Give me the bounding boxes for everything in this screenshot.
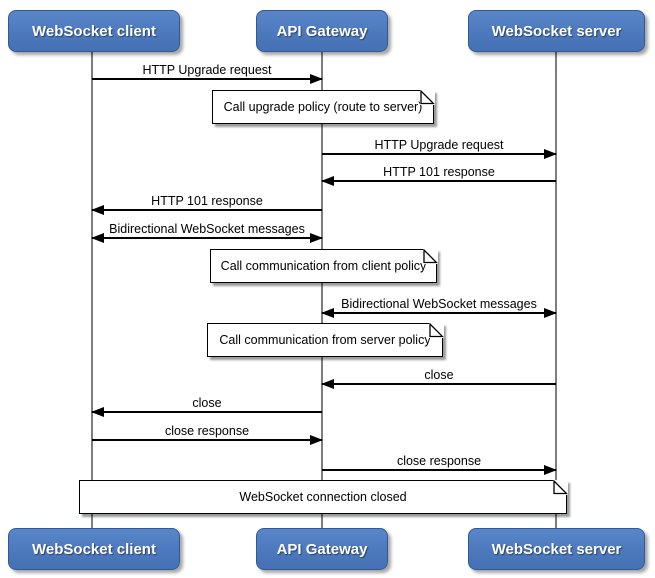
note-label: WebSocket connection closed xyxy=(239,490,407,504)
actor-top-websocket-server: WebSocket server xyxy=(468,10,645,52)
arrowhead-right-icon xyxy=(310,435,323,445)
message-label: close xyxy=(424,368,454,382)
arrowhead-left-icon xyxy=(321,176,334,186)
arrowhead-right-icon xyxy=(544,465,557,475)
message-http-upgrade-request-client-to-gateway: HTTP Upgrade request xyxy=(92,62,323,86)
message-label: close xyxy=(192,396,222,410)
arrowhead-right-icon xyxy=(310,233,323,243)
message-label: close response xyxy=(396,454,482,468)
message-line xyxy=(322,180,556,182)
message-line xyxy=(92,78,322,80)
message-line xyxy=(92,439,322,441)
message-line xyxy=(92,411,322,413)
note-label: Call communication from client policy xyxy=(220,259,427,273)
note-connection-closed: WebSocket connection closed xyxy=(79,479,568,514)
note-fold-icon xyxy=(552,479,568,495)
message-close-gateway-to-client: close xyxy=(91,395,322,419)
message-label: HTTP Upgrade request xyxy=(374,138,504,152)
message-line xyxy=(92,209,322,211)
message-http-upgrade-request-gateway-to-server: HTTP Upgrade request xyxy=(322,137,557,161)
arrowhead-left-icon xyxy=(91,407,104,417)
actor-bottom-websocket-client: WebSocket client xyxy=(8,528,180,570)
arrowhead-left-icon xyxy=(91,205,104,215)
lifeline-websocket-client xyxy=(91,52,93,529)
arrowhead-left-icon xyxy=(321,308,334,318)
lifeline-api-gateway xyxy=(321,52,323,529)
message-bidirectional-gateway-server: Bidirectional WebSocket messages xyxy=(321,296,557,320)
note-fold-icon xyxy=(422,248,438,264)
arrowhead-right-icon xyxy=(310,74,323,84)
actor-label: WebSocket server xyxy=(491,22,622,40)
message-label: Bidirectional WebSocket messages xyxy=(341,297,537,311)
message-http-101-response-server-to-gateway: HTTP 101 response xyxy=(321,164,556,188)
message-close-response-client-to-gateway: close response xyxy=(92,423,323,447)
message-bidirectional-client-gateway: Bidirectional WebSocket messages xyxy=(91,221,323,245)
message-line xyxy=(322,383,556,385)
note-fold-icon xyxy=(428,322,444,338)
note-upgrade-policy: Call upgrade policy (route to server) xyxy=(212,89,435,124)
note-label: Call communication from server policy xyxy=(219,333,431,347)
actor-label: WebSocket client xyxy=(32,22,156,40)
message-line xyxy=(322,153,556,155)
message-label: close response xyxy=(164,424,250,438)
message-close-response-gateway-to-server: close response xyxy=(322,453,557,477)
note-server-policy: Call communication from server policy xyxy=(207,322,444,357)
actor-bottom-api-gateway: API Gateway xyxy=(256,528,388,570)
arrowhead-right-icon xyxy=(544,308,557,318)
arrowhead-left-icon xyxy=(91,233,104,243)
actor-label: API Gateway xyxy=(276,540,368,558)
arrowhead-left-icon xyxy=(321,379,334,389)
actor-bottom-websocket-server: WebSocket server xyxy=(468,528,645,570)
note-fold-icon xyxy=(419,89,435,105)
actor-label: API Gateway xyxy=(276,22,368,40)
actor-top-api-gateway: API Gateway xyxy=(256,10,388,52)
message-label: Bidirectional WebSocket messages xyxy=(109,222,305,236)
message-line xyxy=(92,237,322,239)
message-label: HTTP 101 response xyxy=(151,194,263,208)
actor-label: WebSocket server xyxy=(491,540,622,558)
arrowhead-right-icon xyxy=(544,149,557,159)
message-line xyxy=(322,469,556,471)
note-label: Call upgrade policy (route to server) xyxy=(223,100,423,114)
message-label: HTTP 101 response xyxy=(383,165,495,179)
message-close-server-to-gateway: close xyxy=(321,367,556,391)
actor-top-websocket-client: WebSocket client xyxy=(8,10,180,52)
message-line xyxy=(322,312,556,314)
lifeline-websocket-server xyxy=(555,52,557,529)
actor-label: WebSocket client xyxy=(32,540,156,558)
message-http-101-response-gateway-to-client: HTTP 101 response xyxy=(91,193,322,217)
note-client-policy: Call communication from client policy xyxy=(210,248,438,283)
message-label: HTTP Upgrade request xyxy=(142,63,272,77)
